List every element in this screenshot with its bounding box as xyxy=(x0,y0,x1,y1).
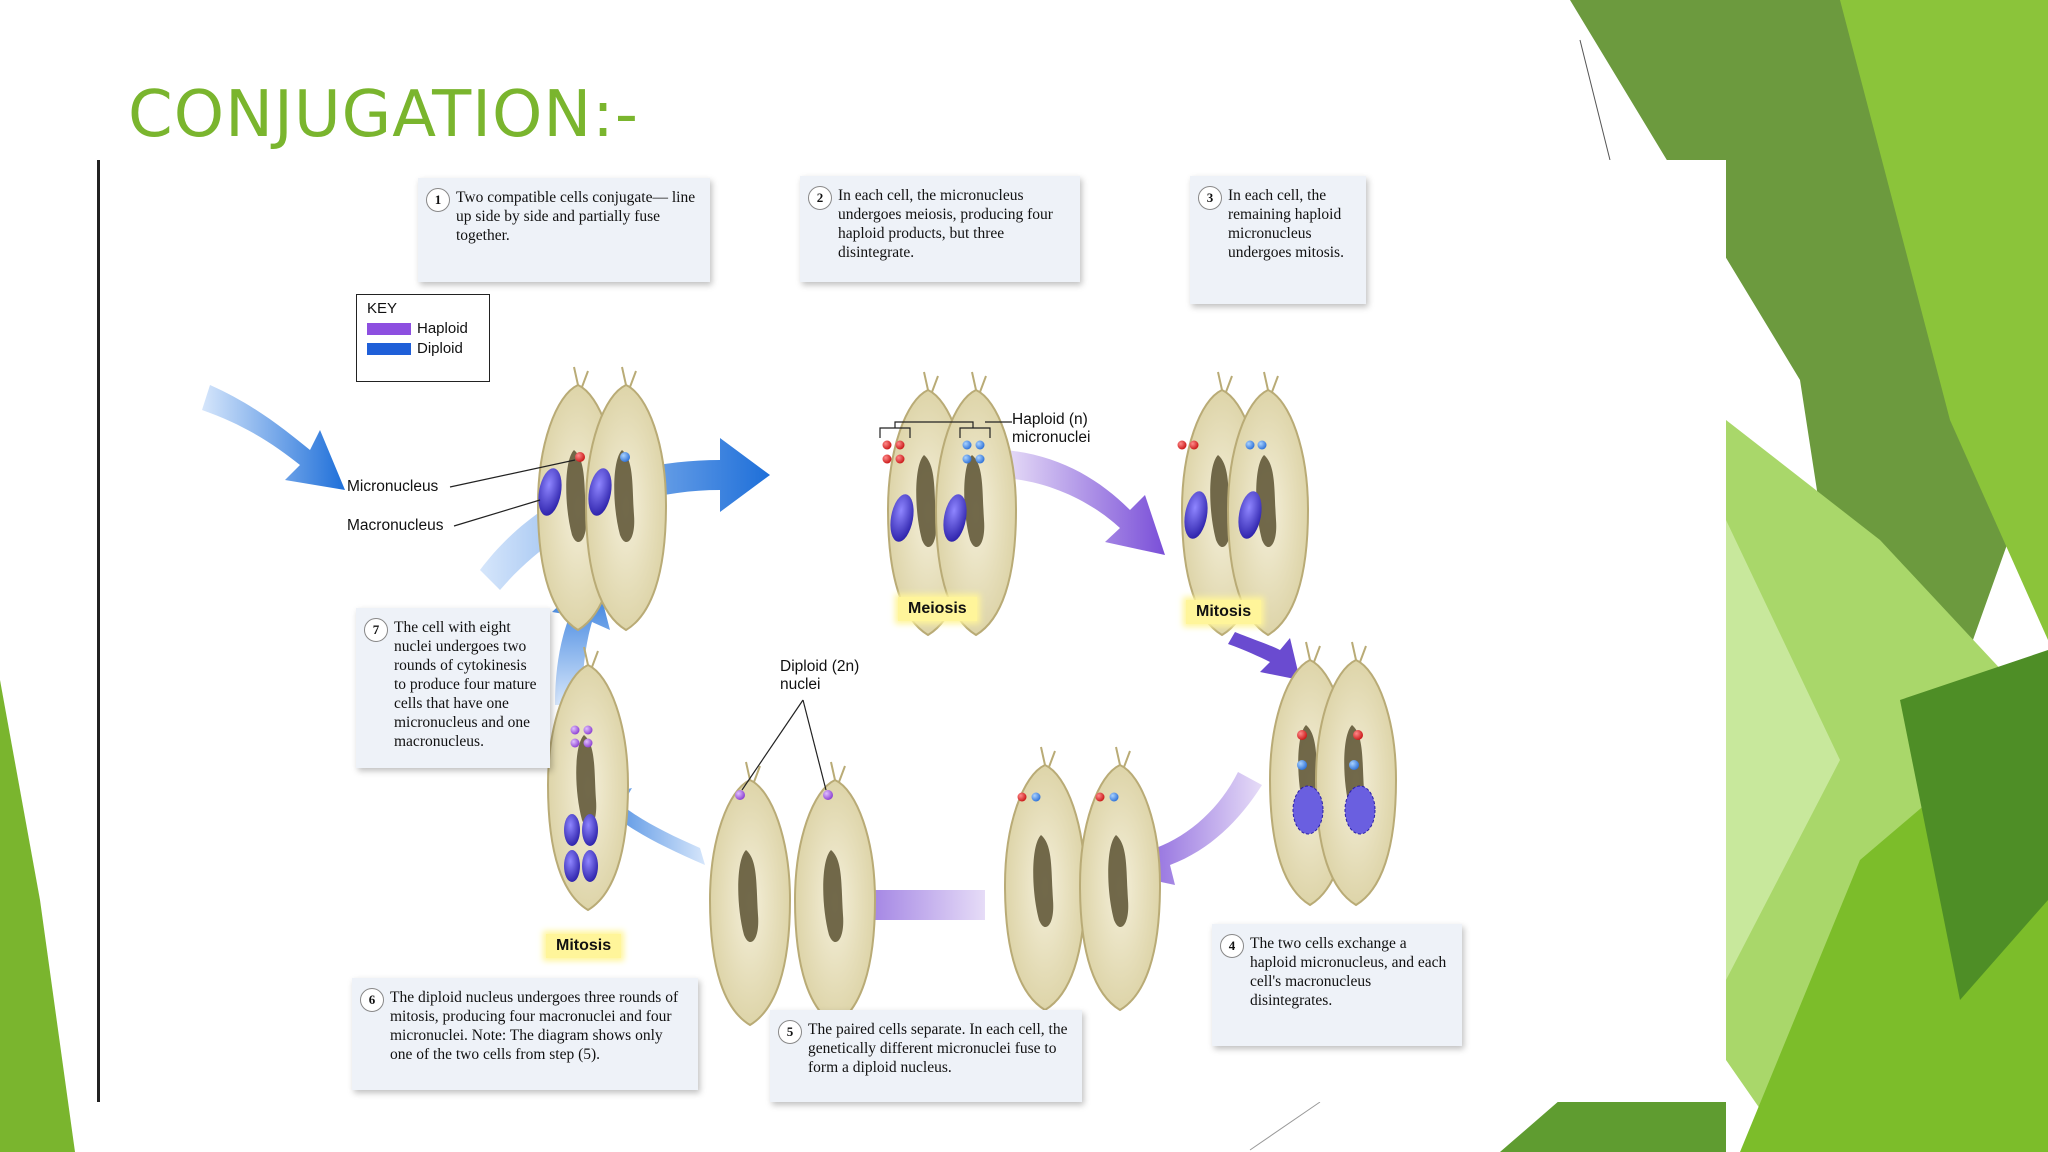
bg-line xyxy=(1579,39,1611,161)
arrow-2-to-3 xyxy=(1005,450,1165,555)
cell-pair-step-1 xyxy=(449,366,667,631)
step-number-4: 4 xyxy=(1220,934,1244,958)
key-label-haploid: Haploid xyxy=(417,320,468,337)
diploid-swatch xyxy=(367,342,411,355)
step-text-4: The two cells exchange a haploid micronu… xyxy=(1250,935,1447,1009)
step-box-3: 3 In each cell, the remaining haploid mi… xyxy=(1190,176,1366,304)
step-box-7: 7 The cell with eight nuclei undergoes t… xyxy=(356,608,550,768)
callout-diploid-line2: nuclei xyxy=(780,676,821,693)
step-number-5: 5 xyxy=(778,1020,802,1044)
step-box-4: 4 The two cells exchange a haploid micro… xyxy=(1212,924,1462,1046)
callout-haploid-line2: micronuclei xyxy=(1012,429,1091,446)
step-box-1: 1 Two compatible cells conjugate— line u… xyxy=(418,178,710,282)
bg-shape-deep xyxy=(1900,650,2048,1000)
arrow-entry xyxy=(202,385,345,490)
step-number-6: 6 xyxy=(360,988,384,1012)
callout-diploid-nuclei: Diploid (2n) nuclei xyxy=(780,658,859,694)
bg-shape-mid xyxy=(1840,0,2048,640)
cells-step-5 xyxy=(709,699,1161,1026)
step-text-2: In each cell, the micronucleus undergoes… xyxy=(838,187,1053,261)
step-box-6: 6 The diploid nucleus undergoes three ro… xyxy=(352,978,698,1090)
callout-haploid-micronuclei: Haploid (n) micronuclei xyxy=(1012,411,1090,447)
slide-title: CONJUGATION:- xyxy=(128,78,639,152)
bg-shape-pale xyxy=(1726,520,1840,980)
step-text-3: In each cell, the remaining haploid micr… xyxy=(1228,187,1344,261)
bg-shape-bottom xyxy=(1500,1100,1726,1152)
arrow-3-to-4 xyxy=(1228,632,1300,680)
key-title: KEY xyxy=(367,300,398,317)
phase-label-meiosis: Meiosis xyxy=(898,597,977,621)
cell-step-6 xyxy=(547,646,629,911)
haploid-swatch xyxy=(367,322,411,335)
step-number-7: 7 xyxy=(364,618,388,642)
conjugation-diagram xyxy=(202,366,1397,1026)
step-text-1: Two compatible cells conjugate— line up … xyxy=(456,189,696,244)
bg-line-2 xyxy=(1249,1101,1321,1151)
key-label-diploid: Diploid xyxy=(417,340,463,357)
conjugation-figure: KEY Haploid Diploid 1 Two compatible cel… xyxy=(160,160,1726,1102)
callout-diploid-line1: Diploid (2n) xyxy=(780,658,860,675)
cell-pair-step-2 xyxy=(879,371,1017,636)
phase-label-mitosis-top: Mitosis xyxy=(1186,600,1262,624)
phase-label-mitosis-bottom: Mitosis xyxy=(546,934,622,958)
step-text-7: The cell with eight nuclei undergoes two… xyxy=(394,619,537,750)
arrow-1-to-2 xyxy=(480,438,770,590)
legend-key: KEY Haploid Diploid xyxy=(356,294,490,382)
step-box-5: 5 The paired cells separate. In each cel… xyxy=(770,1010,1082,1102)
step-number-1: 1 xyxy=(426,188,450,212)
key-row-haploid: Haploid xyxy=(367,320,479,337)
callout-macronucleus: Macronucleus xyxy=(347,517,444,534)
callout-haploid-line1: Haploid (n) xyxy=(1012,411,1088,428)
cell-pair-step-3 xyxy=(1177,371,1309,636)
callout-micronucleus: Micronucleus xyxy=(347,478,439,495)
key-row-diploid: Diploid xyxy=(367,340,479,357)
step-text-6: The diploid nucleus undergoes three roun… xyxy=(390,989,679,1063)
bg-shape-left xyxy=(0,680,75,1152)
left-rule xyxy=(97,160,100,1102)
step-box-2: 2 In each cell, the micronucleus undergo… xyxy=(800,176,1080,282)
step-number-2: 2 xyxy=(808,186,832,210)
cell-pair-step-4 xyxy=(1269,641,1397,906)
step-number-3: 3 xyxy=(1198,186,1222,210)
step-text-5: The paired cells separate. In each cell,… xyxy=(808,1021,1068,1076)
